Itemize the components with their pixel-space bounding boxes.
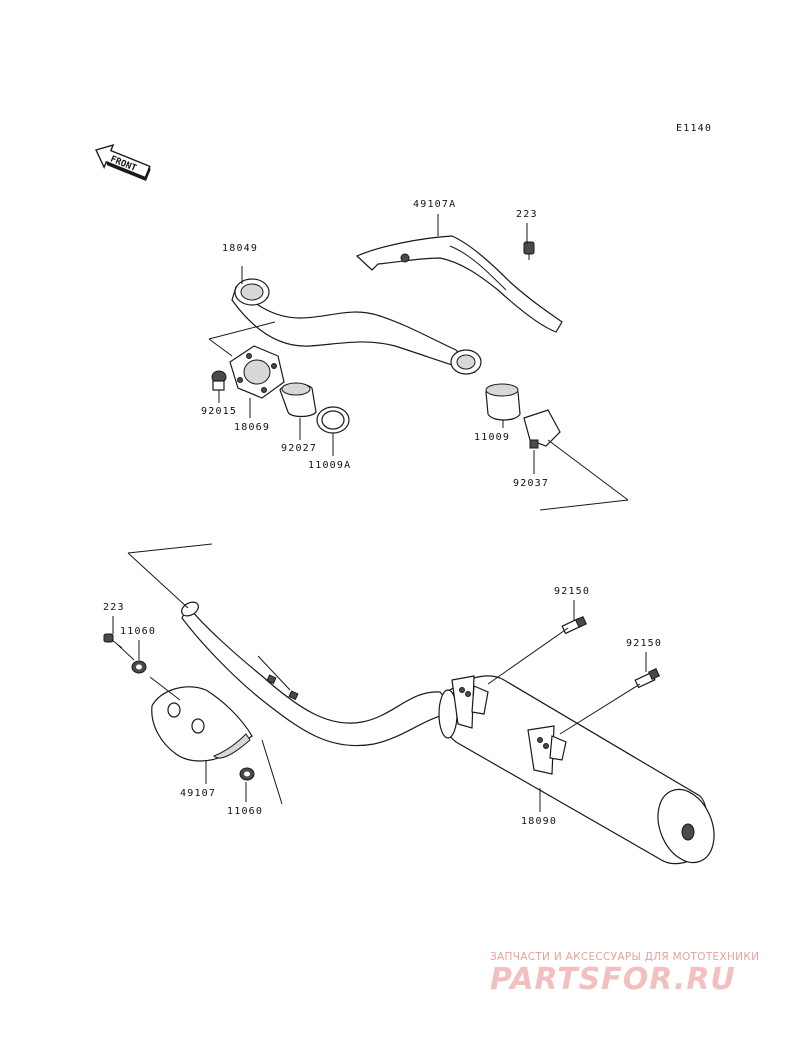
washer-11060-bottom: [239, 767, 255, 781]
bolt-223-top: [523, 241, 535, 260]
bolt-92150-a: [561, 616, 587, 635]
label-49107A: 49107A: [413, 199, 456, 210]
label-11060-bottom: 11060: [227, 806, 263, 817]
bolt-92150-b: [634, 668, 660, 689]
label-92150-a: 92150: [554, 586, 590, 597]
label-223-top: 223: [516, 209, 538, 220]
label-92150-b: 92150: [626, 638, 662, 649]
watermark-logo: PARTSFOR.RU: [490, 962, 736, 997]
label-49107: 49107: [180, 788, 216, 799]
front-arrow-icon: FRONT: [95, 143, 151, 181]
diagram-code: E1140: [676, 123, 712, 134]
leader-lines: [112, 214, 647, 812]
flange-18069: [229, 345, 285, 399]
label-11009A: 11009A: [308, 460, 351, 471]
holder-92027: [279, 382, 317, 418]
heat-guard-49107A: [355, 235, 563, 333]
label-223-left: 223: [103, 602, 125, 613]
sleeve-11009: [485, 383, 521, 421]
label-92027: 92027: [281, 443, 317, 454]
nut-92015: [211, 370, 227, 391]
heat-guard-49107: [151, 686, 253, 762]
label-18090: 18090: [521, 816, 557, 827]
clamp-92037: [523, 409, 561, 449]
label-92037: 92037: [513, 478, 549, 489]
washer-11060-top: [131, 660, 147, 674]
label-18069: 18069: [234, 422, 270, 433]
label-18049: 18049: [222, 243, 258, 254]
label-92015: 92015: [201, 406, 237, 417]
label-11009: 11009: [474, 432, 510, 443]
watermark-subtitle: ЗАПЧАСТИ И АКСЕССУАРЫ ДЛЯ МОТОТЕХНИКИ: [490, 951, 760, 963]
label-11060-top: 11060: [120, 626, 156, 637]
muffler-18090: [438, 675, 715, 865]
head-pipe-18049: [231, 278, 482, 375]
gasket-11009A: [316, 406, 350, 434]
